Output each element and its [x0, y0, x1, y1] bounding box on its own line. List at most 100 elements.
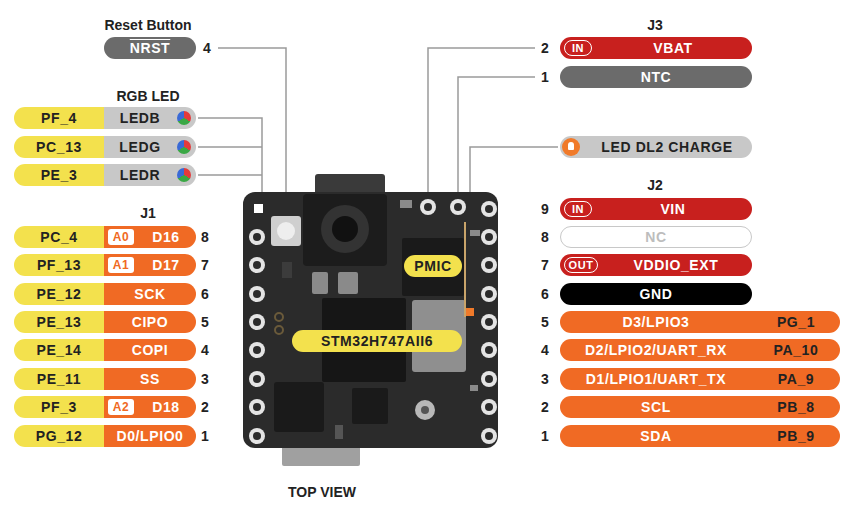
label-text: A0 [113, 231, 130, 243]
trace [464, 222, 466, 317]
antenna-connector-pin [421, 406, 429, 414]
function-label: SCK [104, 283, 196, 305]
analog-tag: A0 [108, 229, 134, 245]
label-text: COPI [132, 343, 169, 357]
function-label: D0/LPIO0 [104, 425, 196, 447]
led-label: LEDG [104, 136, 196, 158]
pin-number: 9 [541, 202, 549, 216]
label-text: LEDR [120, 168, 161, 182]
charge-led [466, 308, 474, 316]
label-text: STM32H747AII6 [321, 334, 433, 348]
function-label: D16 A0 [104, 226, 196, 248]
pin-number: 7 [541, 258, 549, 272]
pin-number: 8 [541, 230, 549, 244]
pin-number: 4 [203, 41, 211, 55]
pin-number: 3 [201, 372, 209, 386]
port-pin-label: PF_3 [14, 396, 104, 418]
pin-number: 2 [541, 400, 549, 414]
function-label: SCL [560, 396, 752, 418]
function-label: COPI [104, 339, 196, 361]
camera-module [303, 194, 387, 266]
function-label: D1/LPIO1/UART_TX [560, 368, 752, 390]
label-text: PC_4 [40, 230, 77, 244]
small-components [282, 200, 480, 439]
power-label: VBATIN [560, 37, 752, 59]
label-text: SCK [134, 287, 165, 301]
label-text: PMIC [414, 259, 451, 273]
pin-number: 4 [541, 343, 549, 357]
section-heading: Reset Button [104, 18, 191, 32]
pin-number: 5 [201, 315, 209, 329]
function-label: SS [104, 368, 196, 390]
port-pin-label: PA_10 [752, 339, 840, 361]
label-text: IN [572, 204, 584, 215]
analog-tag: A2 [108, 399, 134, 415]
pin-number: 2 [541, 41, 549, 55]
pin-number: 3 [541, 372, 549, 386]
antenna-connector [415, 400, 435, 420]
port-pin-label: PE_13 [14, 311, 104, 333]
label-text: SDA [640, 429, 671, 443]
label-text: A1 [113, 259, 130, 271]
charge-led-icon [562, 138, 580, 156]
label-text: LEDB [120, 111, 161, 125]
label-text: A2 [113, 401, 130, 413]
label-text: PF_13 [37, 258, 81, 272]
header-pads [249, 199, 497, 444]
power-label: VININ [560, 198, 752, 220]
port-pin-label: PF_4 [14, 107, 104, 129]
port-pin-label: PB_9 [752, 425, 840, 447]
ntc-label: NTC [560, 66, 752, 88]
reset-button [271, 216, 301, 246]
port-pin-label: PB_8 [752, 396, 840, 418]
pin-number: 5 [541, 315, 549, 329]
label-text: PF_3 [41, 400, 77, 414]
port-pin-label: PA_9 [752, 368, 840, 390]
view-caption: TOP VIEW [288, 485, 356, 499]
label-text: PE_13 [36, 315, 81, 329]
port-pin-label: PG_1 [752, 311, 840, 333]
label-text: PE_14 [36, 343, 81, 357]
port-pin-label: PC_13 [14, 136, 104, 158]
analog-tag: A1 [108, 257, 134, 273]
label-text: PA_9 [778, 372, 814, 386]
label-text: PE_12 [36, 287, 81, 301]
function-label: CIPO [104, 311, 196, 333]
function-label: D3/LPIO3 [560, 311, 752, 333]
label-text: PE_3 [41, 168, 78, 182]
rgb-led-icon [177, 168, 191, 182]
direction-tag: IN [564, 201, 592, 217]
charge-led-label: LED DL2 CHARGE [560, 136, 752, 158]
port-pin-label: PE_14 [14, 339, 104, 361]
label-text: OUT [568, 260, 593, 271]
label-text: PG_12 [36, 429, 83, 443]
label-text: D1/LPIO1/UART_TX [586, 372, 726, 386]
ic-chip [352, 388, 388, 424]
label-text: D17 [152, 258, 179, 272]
port-pin-label: PE_11 [14, 368, 104, 390]
chip-label: STM32H747AII6 [292, 330, 462, 352]
reset-label: NRST [104, 37, 196, 59]
reset-button-cap [277, 222, 295, 240]
rgb-led-icon [177, 140, 191, 154]
pin-number: J3 [647, 18, 663, 32]
pin-number: 1 [541, 429, 549, 443]
label-text: LED DL2 CHARGE [601, 140, 732, 154]
label-text: D3/LPIO3 [622, 315, 689, 329]
pin-number: 4 [201, 343, 209, 357]
label-text: IN [572, 43, 584, 54]
label-text: D16 [152, 230, 179, 244]
board [243, 192, 498, 448]
function-label: D2/LPIO2/UART_RX [560, 339, 752, 361]
function-label: D18A2 [104, 396, 196, 418]
pin-number: 1 [201, 429, 209, 443]
copper-traces [275, 313, 283, 334]
charge-led-glyph [568, 142, 574, 150]
rgb-led-icon [177, 111, 191, 125]
label-text: SS [140, 372, 160, 386]
label-text: NTC [641, 70, 672, 84]
label-text: D2/LPIO2/UART_RX [585, 343, 727, 357]
label-text: D0/LPIO0 [116, 429, 183, 443]
function-label: D17 A1 [104, 254, 196, 276]
